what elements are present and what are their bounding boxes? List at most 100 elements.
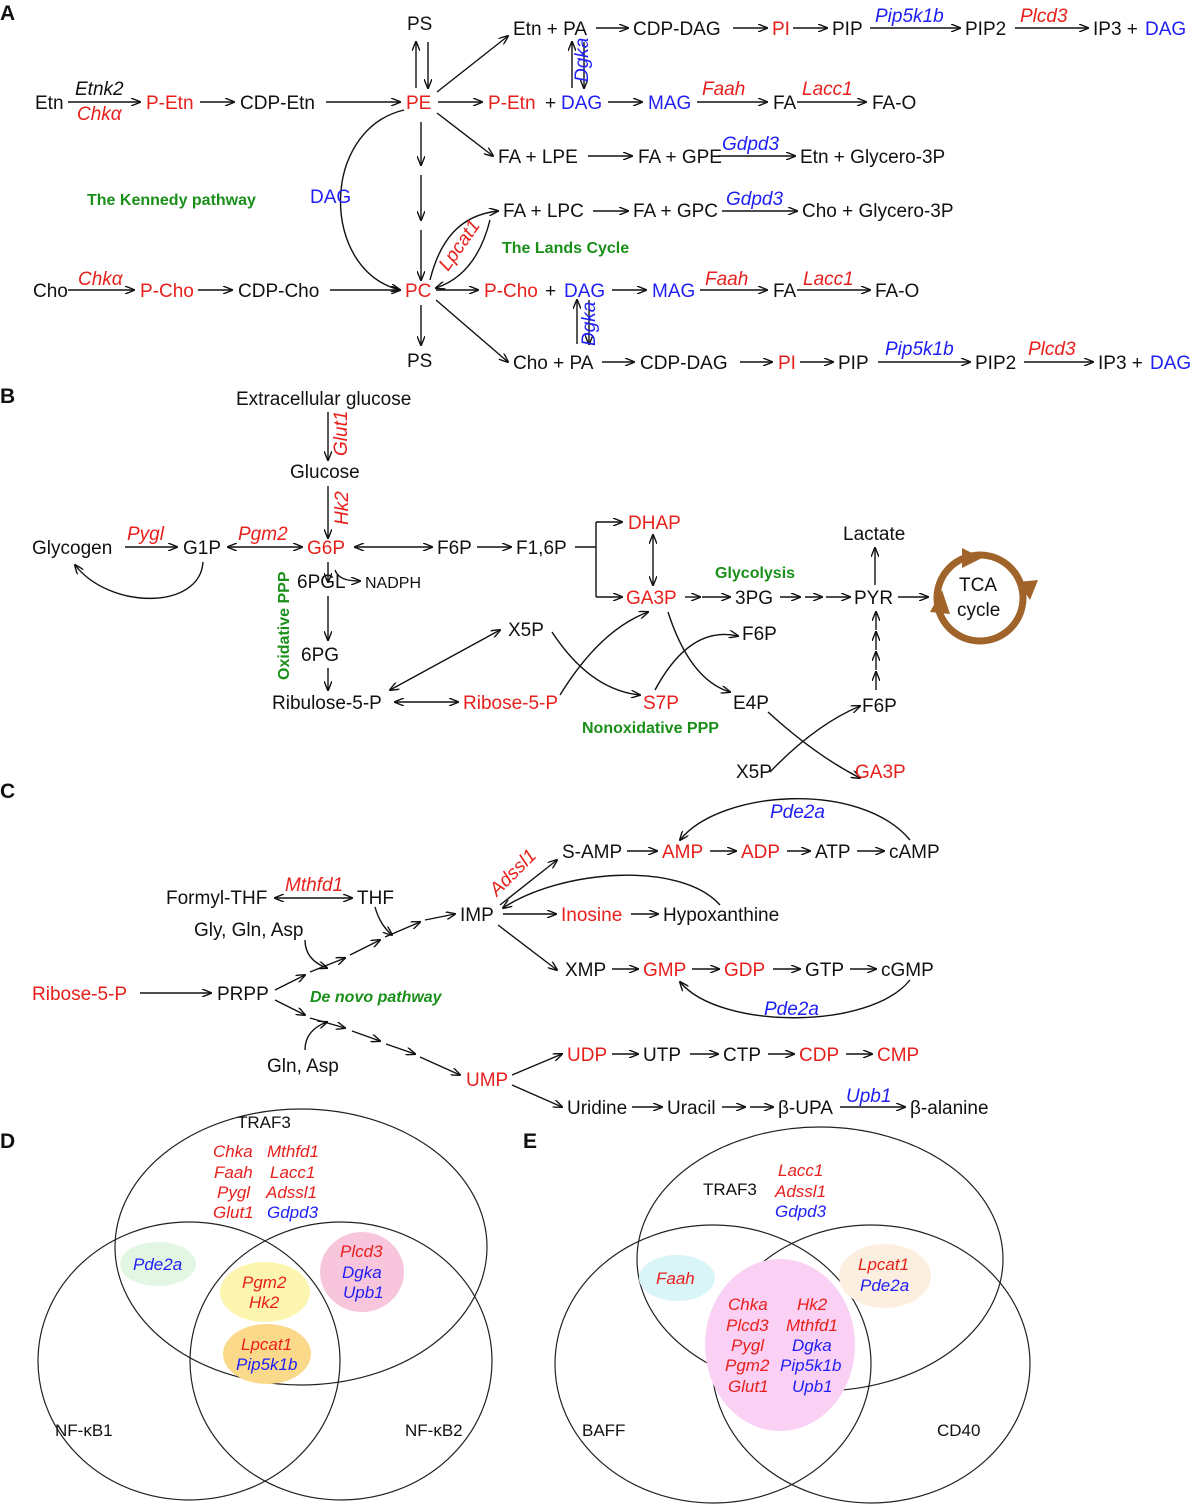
- label-e: Pde2a: [860, 1276, 909, 1295]
- label-b: Glut1: [331, 411, 352, 456]
- label-b: F1,6P: [516, 538, 567, 559]
- label-a: PIP: [832, 19, 863, 40]
- venn-diagrams: [37, 1108, 1031, 1504]
- label-a: Lacc1: [802, 79, 853, 100]
- label-b: 3PG: [735, 588, 773, 609]
- panel-letter: A: [0, 2, 15, 25]
- label-c: ADP: [741, 842, 780, 863]
- label-e: Pygl: [731, 1336, 765, 1355]
- label-c: AMP: [662, 842, 703, 863]
- venn-highlight-pink: [320, 1232, 404, 1312]
- label-d: Hk2: [249, 1293, 280, 1312]
- label-c: Uridine: [567, 1098, 627, 1119]
- label-c: Formyl-THF: [166, 888, 267, 909]
- panel-letter: D: [0, 1130, 15, 1153]
- panel-letter: E: [523, 1130, 537, 1153]
- label-a: FA + LPE: [498, 147, 578, 168]
- label-d: Pip5k1b: [236, 1355, 297, 1374]
- reaction-arrow: [499, 860, 557, 906]
- label-a: FA-O: [872, 93, 916, 114]
- label-a: P-Etn: [146, 93, 194, 114]
- label-b: Pygl: [127, 524, 165, 545]
- panel-letter: B: [0, 385, 15, 408]
- label-c: Ribose-5-P: [32, 984, 127, 1005]
- label-a: Cho + PA: [513, 353, 594, 374]
- reaction-arrow: [559, 612, 648, 696]
- label-e: Faah: [656, 1269, 695, 1288]
- label-a: PI: [772, 19, 790, 40]
- label-e: Pip5k1b: [780, 1356, 841, 1375]
- label-a: FA + LPC: [503, 201, 584, 222]
- label-a: PIP: [838, 353, 869, 374]
- label-a: Plcd3: [1028, 339, 1076, 360]
- label-b: Ribulose-5-P: [272, 693, 382, 714]
- label-a: Faah: [702, 79, 745, 100]
- label-d: Lacc1: [270, 1163, 315, 1182]
- reaction-arrow: [309, 958, 345, 973]
- label-a: Dgka: [579, 302, 600, 346]
- label-b: F6P: [742, 624, 777, 645]
- label-b: TCA: [959, 575, 997, 596]
- label-e: Adssl1: [774, 1182, 826, 1201]
- label-c: cAMP: [889, 842, 940, 863]
- label-c: Mthfd1: [285, 875, 343, 896]
- reaction-arrow: [436, 112, 493, 156]
- label-b: GA3P: [626, 588, 677, 609]
- label-b: Glucose: [290, 462, 360, 483]
- label-c: UTP: [643, 1045, 681, 1066]
- reaction-arrow: [374, 906, 392, 935]
- label-a: FA: [773, 281, 797, 302]
- label-a: P-Etn: [488, 93, 536, 114]
- label-c: GMP: [643, 960, 686, 981]
- label-a: Etnk2: [75, 79, 124, 100]
- reaction-arrow: [667, 611, 730, 692]
- reaction-arrow: [351, 1030, 380, 1041]
- label-b: Nonoxidative PPP: [582, 720, 719, 737]
- venn-circle-nfkb2: [189, 1221, 493, 1501]
- label-a: DAG: [310, 187, 351, 208]
- label-d: NF-κB1: [55, 1421, 113, 1440]
- label-c: CMP: [877, 1045, 919, 1066]
- label-d: Plcd3: [340, 1242, 383, 1261]
- label-d: Upb1: [343, 1283, 384, 1302]
- label-d: Lpcat1: [241, 1335, 292, 1354]
- label-a: DAG: [564, 281, 605, 302]
- label-c: GTP: [805, 960, 844, 981]
- label-b: E4P: [733, 693, 769, 714]
- label-e: Lpcat1: [858, 1255, 909, 1274]
- label-c: Uracil: [667, 1098, 716, 1119]
- label-b: Extracellular glucose: [236, 389, 411, 410]
- label-a: Chkα: [78, 269, 124, 290]
- label-b: X5P: [736, 762, 772, 783]
- reaction-arrow: [274, 999, 305, 1015]
- label-c: Inosine: [561, 905, 622, 926]
- label-a: Plcd3: [1020, 6, 1068, 27]
- label-a: PI: [778, 353, 796, 374]
- label-b: Glycogen: [32, 538, 112, 559]
- label-a: P-Cho: [484, 281, 538, 302]
- reaction-arrow: [767, 711, 860, 778]
- label-b: Lactate: [843, 524, 905, 545]
- label-c: UMP: [466, 1070, 508, 1091]
- reaction-arrow: [511, 1084, 562, 1107]
- label-a: FA-O: [875, 281, 919, 302]
- label-e: Gdpd3: [775, 1202, 827, 1221]
- label-a: PIP2: [975, 353, 1016, 374]
- label-a: Dgka: [572, 38, 593, 82]
- label-a: Gdpd3: [726, 189, 783, 210]
- label-b: F6P: [862, 696, 897, 717]
- label-a: Etn: [35, 93, 64, 114]
- reaction-arrow: [769, 706, 860, 773]
- label-c: THF: [357, 888, 394, 909]
- label-e: TRAF3: [703, 1180, 757, 1199]
- label-a: DAG: [1145, 19, 1186, 40]
- label-d: Adssl1: [265, 1183, 317, 1202]
- label-a: PS: [407, 351, 432, 372]
- label-a: Gdpd3: [722, 134, 779, 155]
- reaction-arrow: [436, 219, 491, 288]
- reaction-arrow: [680, 797, 911, 840]
- label-a: P-Cho: [140, 281, 194, 302]
- label-c: ATP: [815, 842, 851, 863]
- reaction-arrow: [304, 1022, 327, 1051]
